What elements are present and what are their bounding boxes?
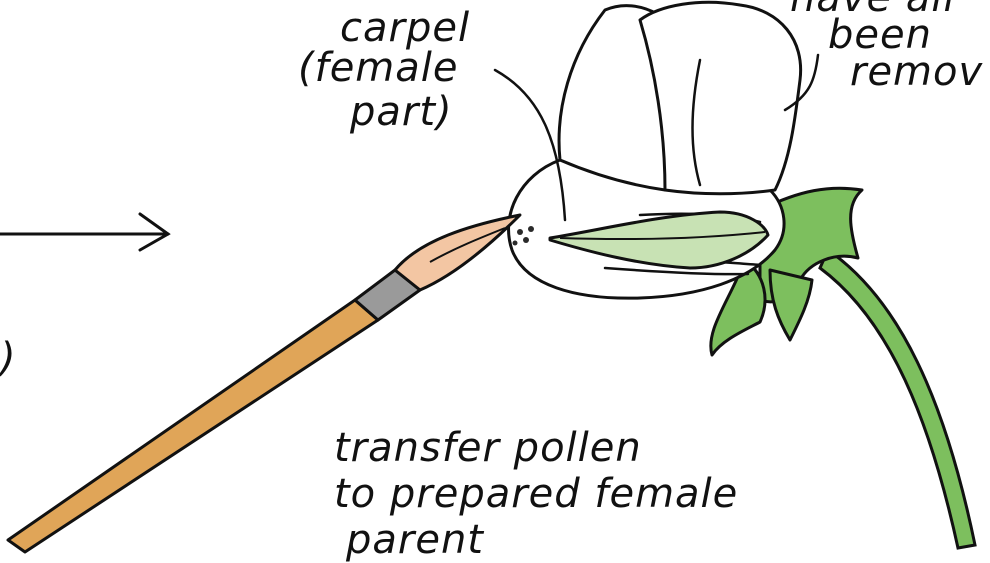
transfer-label-line1: transfer pollen (334, 428, 642, 468)
transfer-label-line2: to prepared female (334, 474, 738, 514)
petals-label-line2: remov (850, 52, 983, 92)
brush-handle (8, 300, 378, 552)
transfer-label-line3: parent (346, 520, 484, 560)
arrow (0, 214, 168, 250)
brush-tip (395, 215, 520, 290)
carpel-label-line2: (female (298, 48, 459, 88)
flower-stem (820, 250, 975, 548)
carpel-label-line1: carpel (340, 8, 470, 48)
carpel-label-line3: part) (350, 92, 453, 132)
left-fragment: ) (0, 338, 17, 378)
